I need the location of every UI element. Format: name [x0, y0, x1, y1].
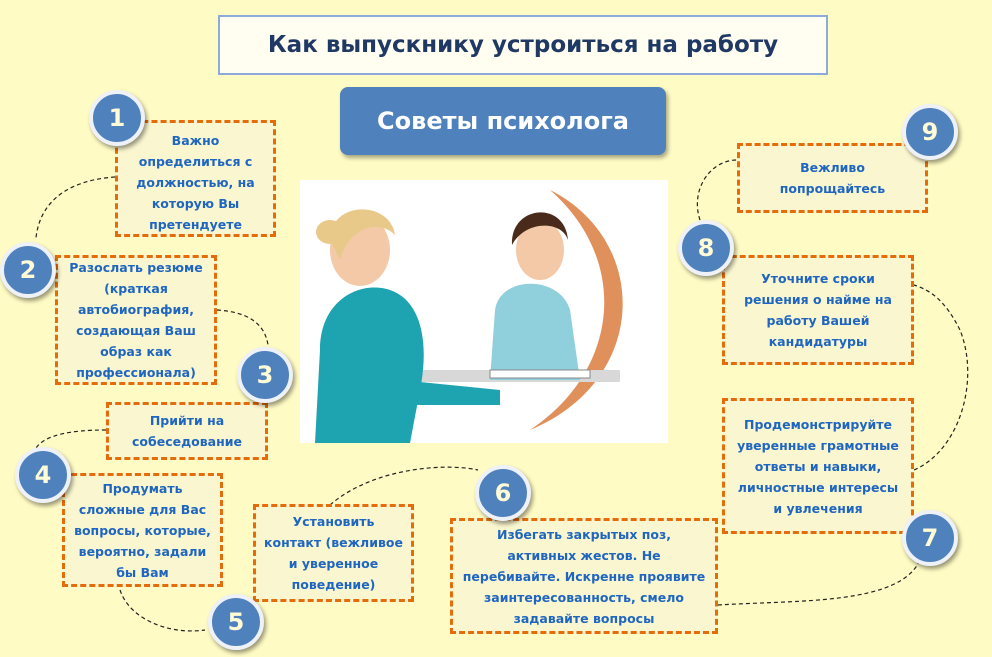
interview-illustration [300, 180, 668, 443]
step-6-box: Избегать закрытых поз, активных жестов. … [450, 518, 718, 634]
step-7-box: Продемонстрируйте уверенные грамотные от… [722, 398, 914, 534]
step-3-number: 3 [237, 347, 293, 403]
step-5-number: 5 [208, 594, 264, 650]
step-2-box: Разослать резюме (краткая автобиография,… [55, 255, 217, 385]
step-8-number: 8 [678, 220, 734, 276]
step-1-box: Важно определиться с должностью, на кото… [115, 120, 276, 237]
step-5-box: Установить контакт (вежливое и уверенное… [253, 504, 414, 602]
step-1-number: 1 [89, 90, 145, 146]
step-4-number: 4 [15, 447, 71, 503]
step-9-number: 9 [902, 104, 958, 160]
step-9-box: Вежливо попрощайтесь [737, 143, 928, 213]
step-3-box: Прийти на собеседование [106, 402, 268, 460]
step-2-number: 2 [0, 242, 56, 298]
step-7-number: 7 [902, 510, 958, 566]
step-8-box: Уточните сроки решения о найме на работу… [722, 255, 914, 365]
page-title: Как выпускнику устроиться на работу [218, 15, 828, 75]
step-4-box: Продумать сложные для Вас вопросы, котор… [62, 473, 223, 587]
step-6-number: 6 [475, 465, 531, 521]
subtitle-banner: Советы психолога [340, 87, 666, 155]
